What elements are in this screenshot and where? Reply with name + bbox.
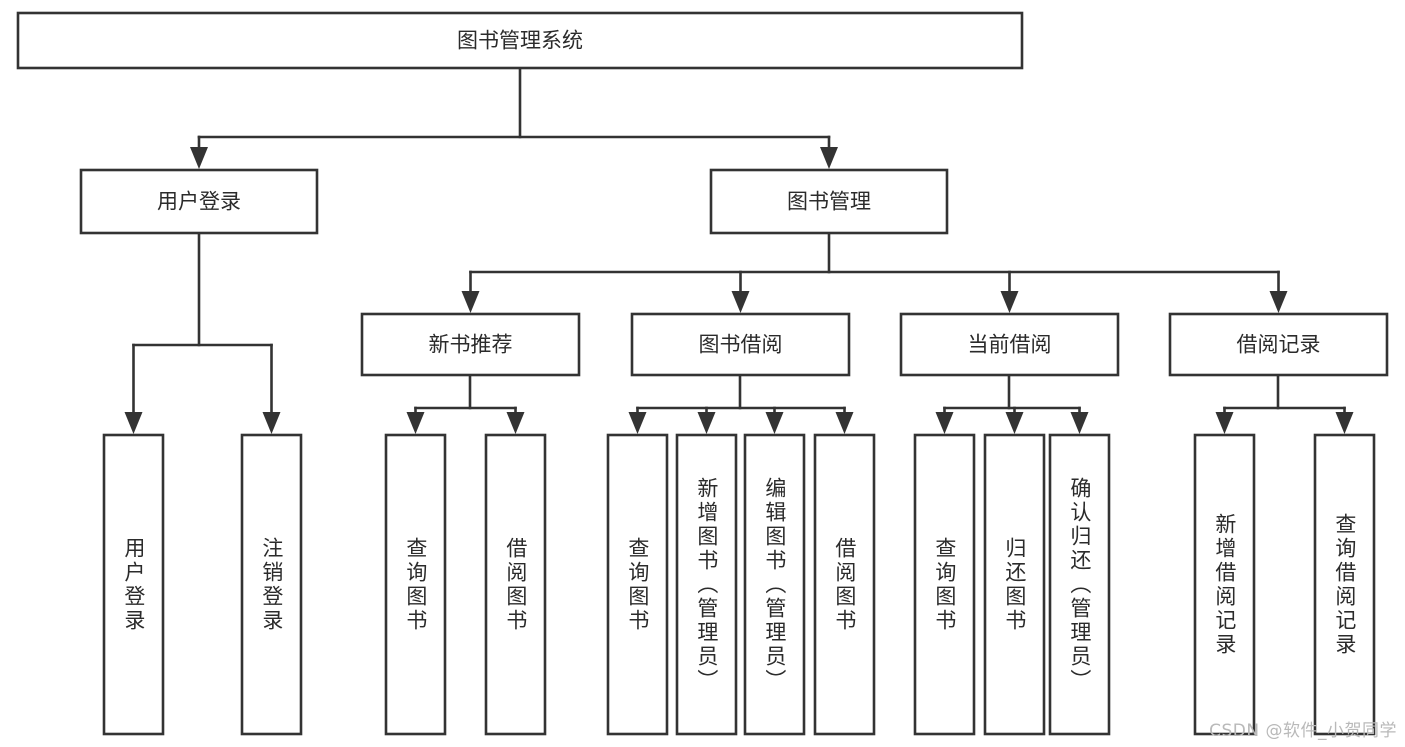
connector-root-to-level1 xyxy=(190,66,838,169)
arrow-head-icon xyxy=(1005,412,1024,434)
node-box-leaf-return-book[interactable] xyxy=(983,433,1046,736)
arrow-head-icon xyxy=(1335,412,1354,434)
node-box-leaf-query-book-current[interactable] xyxy=(913,433,976,736)
node-box-book-management[interactable] xyxy=(709,168,949,235)
node-box-new-book-recommend[interactable] xyxy=(360,312,581,377)
arrow-head-icon xyxy=(820,147,838,169)
node-box-leaf-query-book-borrow[interactable] xyxy=(606,433,669,736)
node-label-new-book-recommend: 新书推荐 xyxy=(429,333,513,357)
node-label-current-borrow: 当前借阅 xyxy=(968,333,1052,357)
node-label-root: 图书管理系统 xyxy=(457,29,583,53)
arrow-head-icon xyxy=(628,412,647,434)
arrow-head-icon xyxy=(1070,412,1089,434)
connector-bookmgmt-to-level2 xyxy=(461,231,1288,313)
node-box-leaf-add-borrow-record[interactable] xyxy=(1193,433,1256,736)
arrow-head-icon xyxy=(765,412,784,434)
arrow-head-icon xyxy=(461,291,480,313)
box-layer xyxy=(16,11,1389,736)
node-label-book-management: 图书管理 xyxy=(787,190,871,214)
connector-current-to-leaves xyxy=(935,373,1089,434)
node-box-leaf-logout[interactable] xyxy=(240,433,303,736)
node-box-book-borrow[interactable] xyxy=(630,312,851,377)
node-box-borrow-records[interactable] xyxy=(1168,312,1389,377)
arrow-head-icon xyxy=(1269,291,1288,313)
arrow-head-icon xyxy=(731,291,750,313)
node-box-leaf-add-book-admin[interactable] xyxy=(675,433,738,736)
node-box-current-borrow[interactable] xyxy=(899,312,1120,377)
node-box-leaf-user-login[interactable] xyxy=(102,433,165,736)
arrow-head-icon xyxy=(190,147,208,169)
connector-records-to-leaves xyxy=(1215,373,1354,434)
node-label-borrow-records: 借阅记录 xyxy=(1237,333,1321,357)
arrow-head-icon xyxy=(835,412,854,434)
node-box-leaf-edit-book-admin[interactable] xyxy=(743,433,806,736)
connector-borrow-to-leaves xyxy=(628,373,854,434)
node-box-leaf-confirm-return-admin[interactable] xyxy=(1048,433,1111,736)
node-box-leaf-borrow-book[interactable] xyxy=(813,433,876,736)
arrow-head-icon xyxy=(697,412,716,434)
node-label-book-borrow: 图书借阅 xyxy=(699,333,783,357)
node-box-root[interactable] xyxy=(16,11,1024,70)
node-box-leaf-query-book-recommend[interactable] xyxy=(384,433,447,736)
arrow-head-icon xyxy=(506,412,525,434)
arrow-head-icon xyxy=(124,412,143,434)
arrow-head-icon xyxy=(1000,291,1019,313)
watermark-text: CSDN @软件_小贺同学 xyxy=(1209,721,1397,741)
node-box-leaf-borrow-book-recommend[interactable] xyxy=(484,433,547,736)
node-box-leaf-query-borrow-record[interactable] xyxy=(1313,433,1376,736)
arrow-head-icon xyxy=(406,412,425,434)
connector-recommend-to-leaves xyxy=(406,373,525,434)
connector-userlogin-to-leaves xyxy=(124,231,281,434)
node-box-user-login[interactable] xyxy=(79,168,319,235)
connector-layer xyxy=(124,66,1354,434)
arrow-head-icon xyxy=(935,412,954,434)
arrow-head-icon xyxy=(262,412,281,434)
arrow-head-icon xyxy=(1215,412,1234,434)
node-label-user-login: 用户登录 xyxy=(157,190,241,214)
